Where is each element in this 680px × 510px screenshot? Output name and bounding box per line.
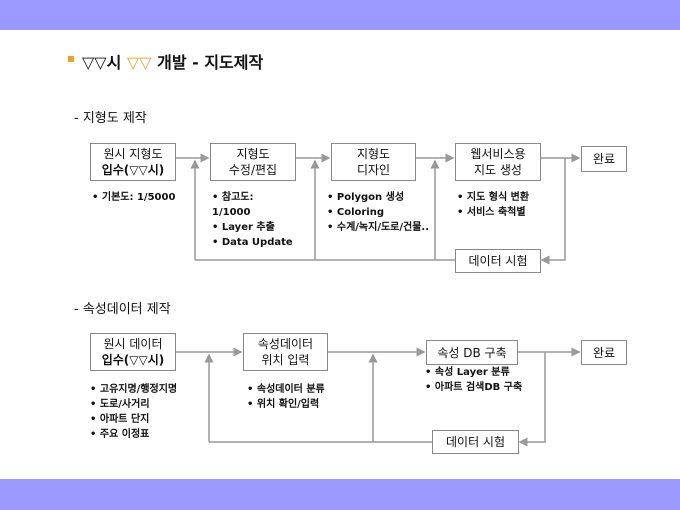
- box-complete-2: 완료: [581, 340, 627, 365]
- box-data-test-2: 데이터 시험: [432, 430, 519, 454]
- section2-heading: - 속성데이터 제작: [74, 302, 171, 317]
- bullets-web-map: • 지도 형식 변환• 서비스 축척별: [457, 192, 530, 218]
- bullets-raw-data: • 고유지명/행정지명• 도로/사거리• 아파트 단지• 주요 이정표: [90, 384, 178, 440]
- bullets-attr-db: • 속성 Layer 분류• 아파트 검색DB 구축: [425, 367, 523, 393]
- bullets-attr-position: • 속성데이터 분류• 위치 확인/입력: [247, 384, 325, 410]
- bullets-raw-topo: • 기본도: 1/5000: [92, 192, 176, 203]
- top-band: [0, 0, 680, 30]
- title-bullet-icon: [68, 56, 74, 62]
- box-data-test-1: 데이터 시험: [455, 249, 541, 273]
- box-attr-db: 속성 DB 구축: [426, 340, 518, 365]
- bottom-band: [0, 479, 680, 510]
- bullets-topo-design: • Polygon 생성• Coloring• 수계/녹지/도로/건물..: [327, 192, 430, 233]
- section1-heading: - 지형도 제작: [74, 111, 147, 126]
- box-complete-1: 완료: [581, 146, 627, 172]
- page-title: ▽▽시 ▽▽ 개발 - 지도제작: [82, 53, 264, 72]
- bullets-topo-edit: • 참고도:1/1000• Layer 추출• Data Update: [212, 192, 293, 248]
